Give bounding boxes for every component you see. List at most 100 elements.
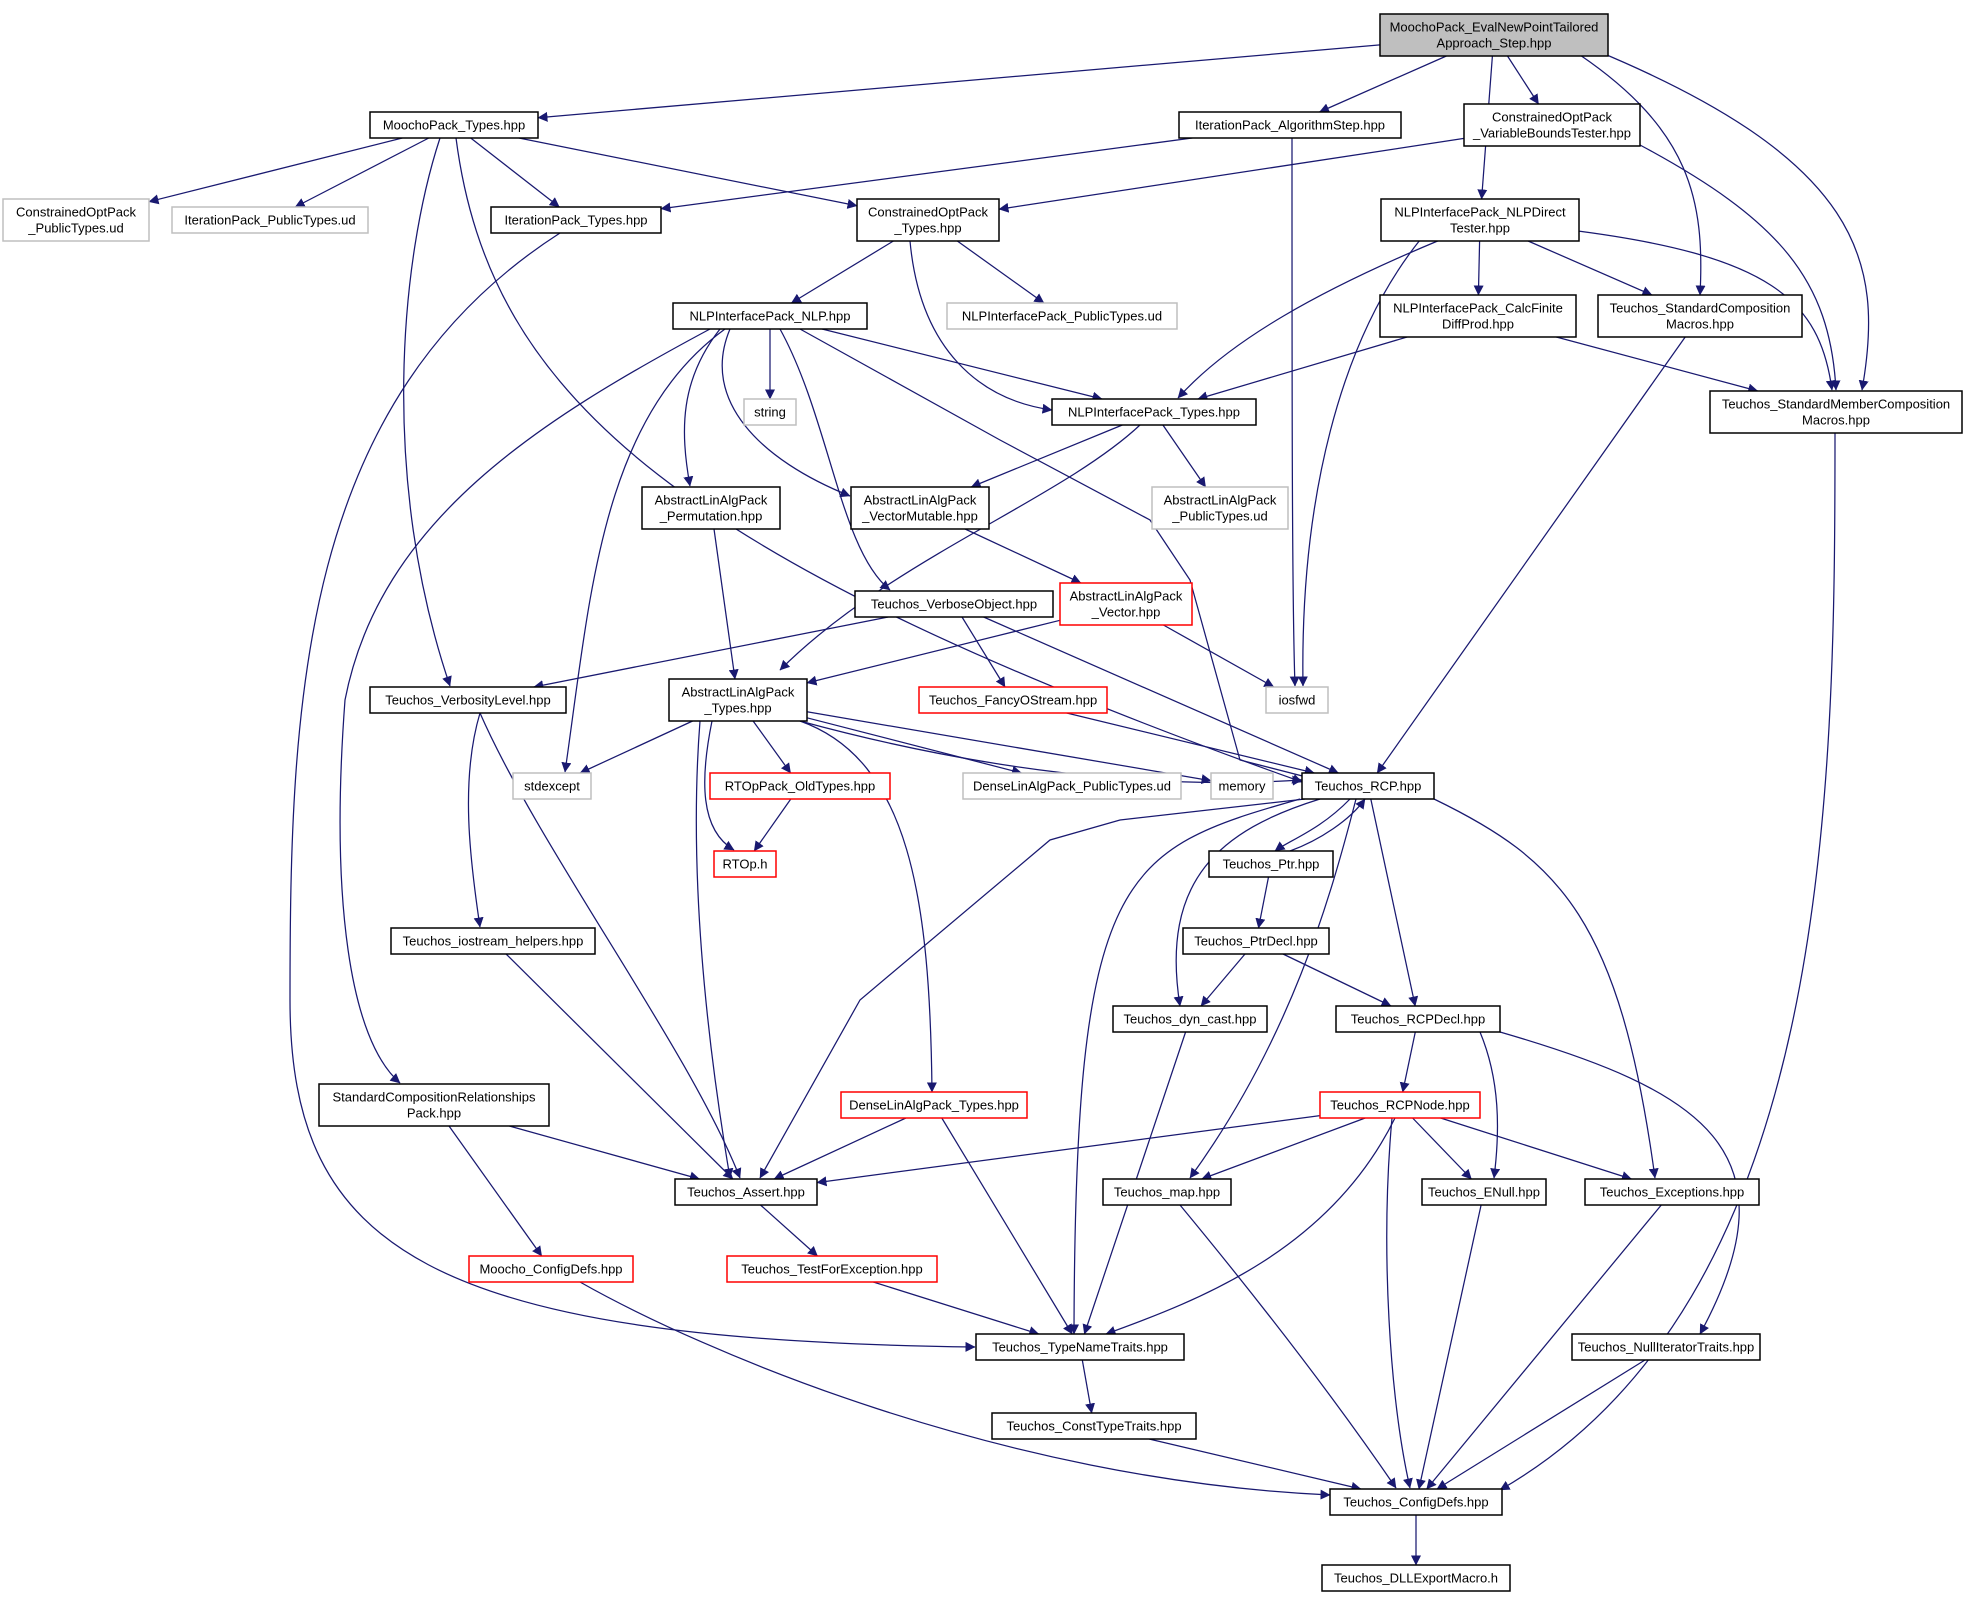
node-nlphpp[interactable]: NLPInterfacePack_NLP.hpp: [672, 302, 868, 330]
node-label: Teuchos_VerbosityLevel.hpp: [385, 693, 551, 708]
node-label: Teuchos_NullIteratorTraits.hpp: [1578, 1340, 1755, 1355]
node-assert[interactable]: Teuchos_Assert.hpp: [674, 1178, 818, 1206]
node-fancyostream[interactable]: Teuchos_FancyOStream.hpp: [918, 686, 1108, 714]
node-label: memory: [1219, 779, 1266, 794]
node-dllexport[interactable]: Teuchos_DLLExportMacro.h: [1321, 1564, 1511, 1592]
node-box: [369, 686, 567, 714]
node-alavector[interactable]: AbstractLinAlgPack_Vector.hpp: [1059, 582, 1193, 626]
edge-nlphpp-to-stdexcept: [561, 328, 726, 773]
node-label: Teuchos_ENull.hpp: [1428, 1185, 1540, 1200]
node-iosfwd[interactable]: iosfwd: [1265, 686, 1329, 714]
node-stdexcept[interactable]: stdexcept: [512, 772, 592, 800]
edge-rcpdecl-to-rcpnode: [1399, 1031, 1416, 1093]
node-copublicud[interactable]: ConstrainedOptPack_PublicTypes.ud: [2, 198, 150, 242]
node-consttypetraits[interactable]: Teuchos_ConstTypeTraits.hpp: [991, 1412, 1197, 1440]
node-alapublicud[interactable]: AbstractLinAlgPack_PublicTypes.ud: [1151, 486, 1289, 530]
node-stdmember[interactable]: Teuchos_StandardMemberCompositionMacros.…: [1709, 390, 1963, 434]
node-memory[interactable]: memory: [1210, 772, 1274, 800]
node-label: Teuchos_TypeNameTraits.hpp: [992, 1340, 1168, 1355]
node-box: [641, 486, 781, 530]
node-map[interactable]: Teuchos_map.hpp: [1102, 1178, 1232, 1206]
node-rcpnode[interactable]: Teuchos_RCPNode.hpp: [1319, 1091, 1481, 1119]
node-rcpdecl[interactable]: Teuchos_RCPDecl.hpp: [1335, 1005, 1501, 1033]
edge-root-to-moochotypes: [537, 44, 1381, 122]
edge-verbositylevel-to-iostreamhelpers: [467, 712, 484, 928]
node-label: NLPInterfacePack_Types.hpp: [1068, 405, 1240, 420]
edge-rcp-to-dyncast: [1173, 798, 1321, 1007]
node-box: [1112, 1005, 1268, 1033]
node-iterpublicud[interactable]: IterationPack_PublicTypes.ud: [171, 206, 369, 234]
edge-nlphpp-to-alapermutation: [683, 328, 721, 487]
node-alapermutation[interactable]: AbstractLinAlgPack_Permutation.hpp: [641, 486, 781, 530]
edge-alavector-to-iosfwd: [1163, 624, 1275, 688]
edge-ptr-to-ptrdecl: [1255, 876, 1270, 929]
node-label: AbstractLinAlgPack: [655, 493, 768, 508]
edge-rcpnode-to-typenametraits: [1105, 1117, 1396, 1336]
edge-rcpnode-to-enull: [1412, 1117, 1472, 1180]
node-box: [1709, 390, 1963, 434]
edge-moochotypes-to-cotypes: [518, 137, 858, 209]
node-ptrdecl[interactable]: Teuchos_PtrDecl.hpp: [1182, 927, 1330, 955]
node-label: Teuchos_map.hpp: [1114, 1185, 1220, 1200]
node-testforexc[interactable]: Teuchos_TestForException.hpp: [726, 1255, 938, 1283]
node-box: [1319, 1091, 1481, 1119]
node-itertypes[interactable]: IterationPack_Types.hpp: [490, 206, 662, 234]
node-rcp[interactable]: Teuchos_RCP.hpp: [1301, 772, 1435, 800]
edge-rcpdecl-to-nulliter: [1499, 1031, 1740, 1335]
node-rtoph[interactable]: RTOp.h: [713, 850, 777, 878]
edge-root-to-varbounds: [1506, 55, 1540, 105]
node-label: Teuchos_ConfigDefs.hpp: [1343, 1495, 1488, 1510]
edge-exceptions-to-configdefs: [1426, 1204, 1662, 1490]
node-box: [709, 772, 891, 800]
node-enull[interactable]: Teuchos_ENull.hpp: [1421, 1178, 1547, 1206]
edge-rcpnode-to-map: [1201, 1117, 1366, 1181]
node-typenametraits[interactable]: Teuchos_TypeNameTraits.hpp: [975, 1333, 1185, 1361]
edge-moochotypes-to-iterpublicud: [294, 137, 430, 208]
node-box: [1597, 294, 1803, 338]
node-moochotypes[interactable]: MoochoPack_Types.hpp: [369, 111, 539, 139]
node-label: stdexcept: [524, 779, 580, 794]
edge-denselatypes-to-typenametraits: [941, 1117, 1073, 1335]
node-alavecmut[interactable]: AbstractLinAlgPack_VectorMutable.hpp: [850, 486, 990, 530]
node-moochoconfig[interactable]: Moocho_ConfigDefs.hpp: [468, 1255, 634, 1283]
node-nlptypes[interactable]: NLPInterfacePack_Types.hpp: [1051, 398, 1257, 426]
node-label: Teuchos_RCPNode.hpp: [1330, 1098, 1469, 1113]
node-iteralgstep[interactable]: IterationPack_AlgorithmStep.hpp: [1178, 111, 1402, 139]
node-box: [1321, 1564, 1511, 1592]
node-iostreamhelpers[interactable]: Teuchos_iostream_helpers.hpp: [390, 927, 596, 955]
node-alatypes[interactable]: AbstractLinAlgPack_Types.hpp: [668, 678, 808, 722]
node-denselapublicud[interactable]: DenseLinAlgPack_PublicTypes.ud: [962, 772, 1182, 800]
node-cotypes[interactable]: ConstrainedOptPack_Types.hpp: [856, 198, 1000, 242]
edge-nlphpp-to-verboseobj: [779, 328, 891, 591]
node-rtopoldtypes[interactable]: RTOpPack_OldTypes.hpp: [709, 772, 891, 800]
edge-nlptypes-to-alatypes: [779, 424, 1141, 671]
node-label: _Types.hpp: [893, 221, 961, 236]
node-label: NLPInterfacePack_PublicTypes.ud: [962, 309, 1162, 324]
edge-root-to-stdmember: [1594, 49, 1870, 391]
edge-root-to-iteralgstep: [1319, 55, 1447, 113]
node-nlppublicud[interactable]: NLPInterfacePack_PublicTypes.ud: [946, 302, 1178, 330]
node-nulliter[interactable]: Teuchos_NullIteratorTraits.hpp: [1571, 1333, 1761, 1361]
node-configdefs[interactable]: Teuchos_ConfigDefs.hpp: [1329, 1488, 1503, 1516]
node-string[interactable]: string: [743, 398, 797, 426]
node-box: [1051, 398, 1257, 426]
node-verboseobj[interactable]: Teuchos_VerboseObject.hpp: [854, 590, 1054, 618]
node-denselatypes[interactable]: DenseLinAlgPack_Types.hpp: [840, 1091, 1028, 1119]
node-varbounds[interactable]: ConstrainedOptPack_VariableBoundsTester.…: [1463, 103, 1641, 147]
node-label: Teuchos_Exceptions.hpp: [1600, 1185, 1745, 1200]
edge-alatypes-to-denselapublicud: [806, 717, 1022, 776]
node-dyncast[interactable]: Teuchos_dyn_cast.hpp: [1112, 1005, 1268, 1033]
edge-iteralgstep-to-iosfwd: [1289, 137, 1300, 687]
node-exceptions[interactable]: Teuchos_Exceptions.hpp: [1584, 1178, 1760, 1206]
node-box: [674, 1178, 818, 1206]
node-root[interactable]: MoochoPack_EvalNewPointTailoredApproach_…: [1379, 13, 1609, 57]
node-ptr[interactable]: Teuchos_Ptr.hpp: [1208, 850, 1334, 878]
node-label: Teuchos_StandardMemberComposition: [1722, 397, 1950, 412]
node-verbositylevel[interactable]: Teuchos_VerbosityLevel.hpp: [369, 686, 567, 714]
edge-rcpnode-to-exceptions: [1440, 1117, 1632, 1181]
